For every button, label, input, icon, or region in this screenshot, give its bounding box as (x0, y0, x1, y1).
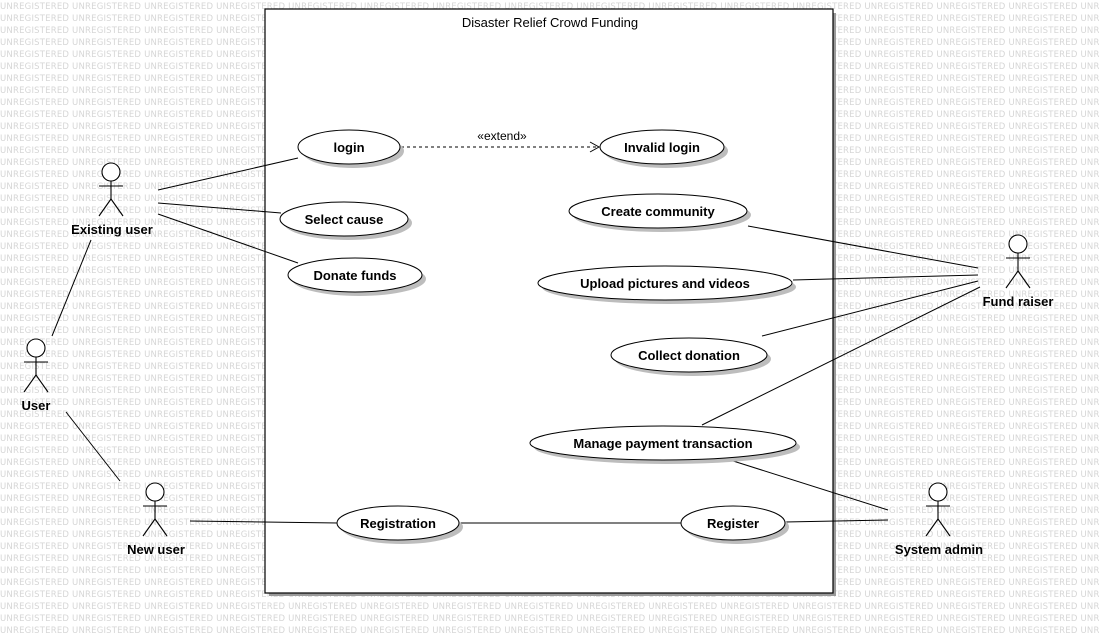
use-case-manage-payment-transaction[interactable]: Manage payment transaction (529, 425, 800, 464)
use-case-registration-label: Registration (360, 516, 436, 531)
generalization-new-user-user (65, 411, 121, 482)
use-case-collect-donation[interactable]: Collect donation (610, 337, 771, 376)
extend-arrowhead (589, 141, 601, 153)
system-boundary-box (264, 8, 834, 594)
stick-figure-icon (1005, 234, 1031, 289)
use-case-upload-pictures-videos-label: Upload pictures and videos (580, 276, 750, 291)
use-case-donate-funds[interactable]: Donate funds (287, 257, 426, 296)
system-title: Disaster Relief Crowd Funding (462, 15, 638, 30)
actor-user[interactable]: User (22, 338, 51, 413)
use-case-collect-donation-label: Collect donation (638, 348, 740, 363)
use-case-login-label: login (333, 140, 364, 155)
use-case-register[interactable]: Register (680, 505, 789, 544)
actor-fund-raiser[interactable]: Fund raiser (983, 234, 1054, 309)
actor-user-label: User (22, 398, 51, 413)
use-case-donate-funds-label: Donate funds (313, 268, 396, 283)
use-case-select-cause[interactable]: Select cause (279, 201, 412, 240)
use-case-manage-payment-transaction-label: Manage payment transaction (573, 436, 752, 451)
use-case-register-label: Register (707, 516, 759, 531)
assoc-create-community-fund-raiser (747, 225, 979, 269)
stick-figure-icon (98, 162, 124, 217)
use-case-select-cause-label: Select cause (305, 212, 384, 227)
stick-figure-icon (23, 338, 49, 393)
use-case-registration[interactable]: Registration (336, 505, 463, 544)
extend-label: «extend» (477, 129, 527, 143)
use-case-login[interactable]: login (297, 129, 404, 168)
actor-system-admin[interactable]: System admin (895, 482, 983, 557)
actor-existing-user-label: Existing user (71, 222, 153, 237)
assoc-manage-payment-system-admin (729, 459, 889, 511)
use-case-upload-pictures-videos[interactable]: Upload pictures and videos (537, 265, 796, 304)
use-case-invalid-login[interactable]: Invalid login (599, 129, 728, 168)
actor-new-user-label: New user (127, 542, 185, 557)
actor-new-user[interactable]: New user (127, 482, 185, 557)
assoc-existing-user-login (157, 157, 299, 191)
associations (51, 157, 981, 524)
assoc-existing-user-donate-funds (157, 213, 299, 264)
use-case-create-community-label: Create community (601, 204, 715, 219)
generalization-existing-user-user (51, 239, 92, 337)
assoc-collect-donation-fund-raiser (761, 280, 979, 337)
assoc-manage-payment-fund-raiser (701, 286, 981, 426)
use-case-create-community[interactable]: Create community (568, 193, 751, 232)
actor-system-admin-label: System admin (895, 542, 983, 557)
use-case-invalid-login-label: Invalid login (624, 140, 700, 155)
stick-figure-icon (142, 482, 168, 537)
assoc-existing-user-select-cause (157, 202, 282, 214)
assoc-new-user-registration (189, 520, 339, 524)
assoc-upload-fund-raiser (792, 274, 979, 281)
actor-fund-raiser-label: Fund raiser (983, 294, 1054, 309)
actor-existing-user[interactable]: Existing user (71, 162, 153, 237)
extend-relation: «extend» (401, 129, 601, 153)
stick-figure-icon (925, 482, 951, 537)
assoc-register-system-admin (784, 519, 889, 523)
